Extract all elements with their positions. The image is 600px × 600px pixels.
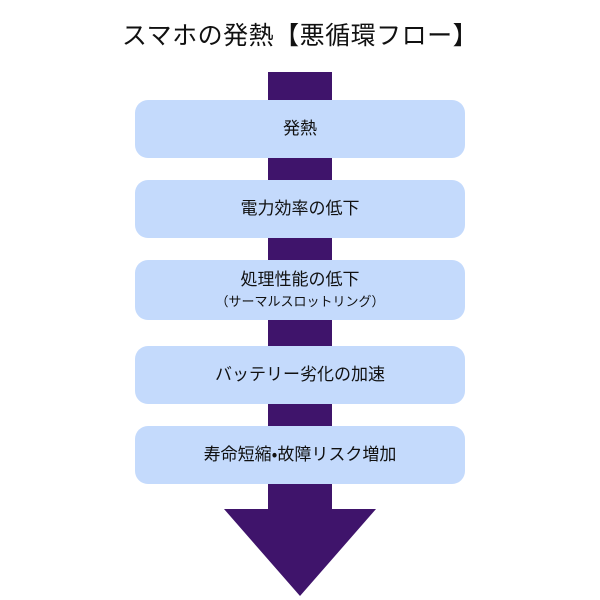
flow-step-1-label: 発熱	[283, 119, 317, 139]
flow-step-4-label: バッテリー劣化の加速	[215, 365, 385, 385]
connector-1-2	[268, 156, 332, 182]
flow-step-2[interactable]: 電力効率の低下	[135, 180, 465, 238]
connector-3-4	[268, 318, 332, 348]
connector-top	[268, 72, 332, 104]
connector-2-3	[268, 236, 332, 262]
flow-step-1[interactable]: 発熱	[135, 100, 465, 158]
flow-step-2-label: 電力効率の低下	[240, 199, 360, 219]
flow-step-5[interactable]: 寿命短縮・故障リスク増加	[135, 426, 465, 484]
flow-step-3-sublabel: （サーマルスロットリング）	[215, 295, 385, 310]
connector-4-5	[268, 402, 332, 428]
flow-step-4[interactable]: バッテリー劣化の加速	[135, 346, 465, 404]
flow-step-3[interactable]: 処理性能の低下 （サーマルスロットリング）	[135, 260, 465, 320]
flow-step-5-label: 寿命短縮・故障リスク増加	[203, 445, 397, 465]
flow-step-3-label: 処理性能の低下	[240, 270, 360, 290]
page-title: スマホの発熱【悪循環フロー】	[121, 21, 479, 50]
